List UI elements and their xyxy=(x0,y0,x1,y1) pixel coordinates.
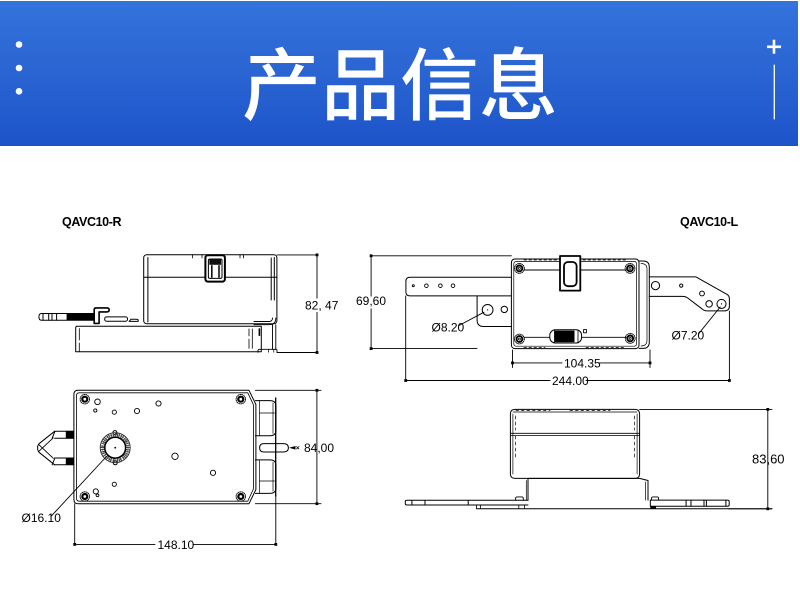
svg-text:148.10: 148.10 xyxy=(158,538,195,552)
svg-text:Ø7.20: Ø7.20 xyxy=(672,329,705,343)
svg-text:244.00: 244.00 xyxy=(552,374,589,388)
svg-text:QAVC10-R: QAVC10-R xyxy=(62,215,121,229)
svg-text:QAVC10-L: QAVC10-L xyxy=(680,215,738,229)
svg-text:Ø16.10: Ø16.10 xyxy=(22,511,62,525)
svg-text:Ø8.20: Ø8.20 xyxy=(432,321,465,335)
svg-text:82, 47: 82, 47 xyxy=(305,299,339,313)
svg-text:104.35: 104.35 xyxy=(564,356,601,370)
svg-text:84,00: 84,00 xyxy=(304,441,334,455)
svg-text:83,60: 83,60 xyxy=(752,452,785,467)
svg-text:69,60: 69,60 xyxy=(356,294,386,308)
